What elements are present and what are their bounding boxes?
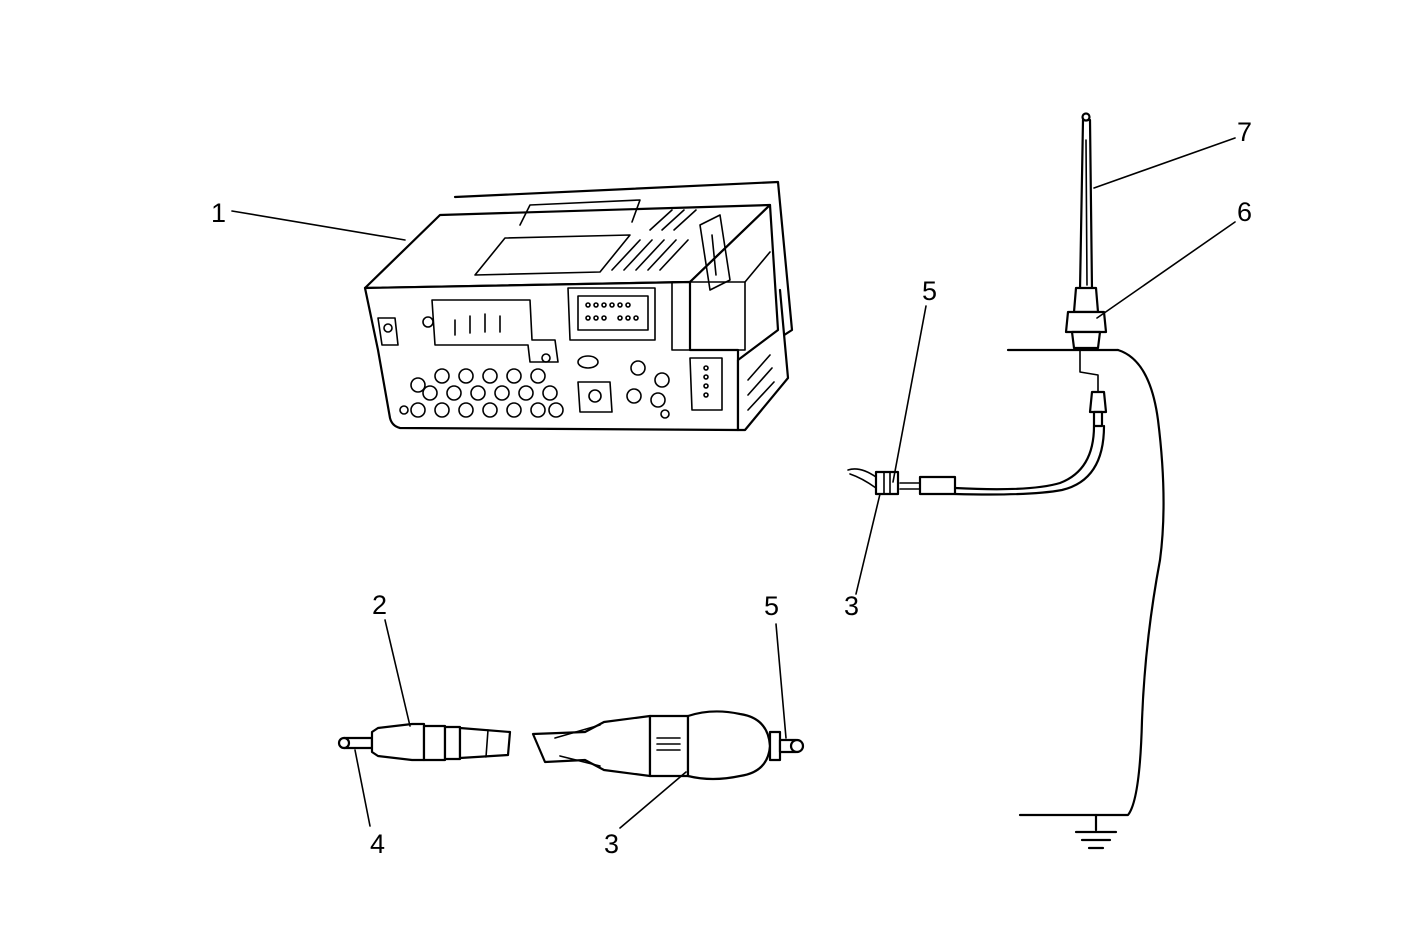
callout-7: 7 xyxy=(1237,117,1252,147)
callout-3-antenna: 3 xyxy=(844,591,859,621)
callout-3-connector: 3 xyxy=(604,829,619,859)
antenna-assembly xyxy=(847,112,1165,850)
radio-unit xyxy=(363,180,794,432)
callout-4: 4 xyxy=(370,829,385,859)
ground-icon xyxy=(1074,813,1118,850)
leader-lines xyxy=(231,137,1236,829)
antenna-cable-connector-detail xyxy=(337,710,805,781)
callout-2: 2 xyxy=(372,590,387,620)
callout-5-antenna: 5 xyxy=(922,276,937,306)
callout-5-connector: 5 xyxy=(764,591,779,621)
callout-1: 1 xyxy=(211,198,226,228)
callout-6: 6 xyxy=(1237,197,1252,227)
